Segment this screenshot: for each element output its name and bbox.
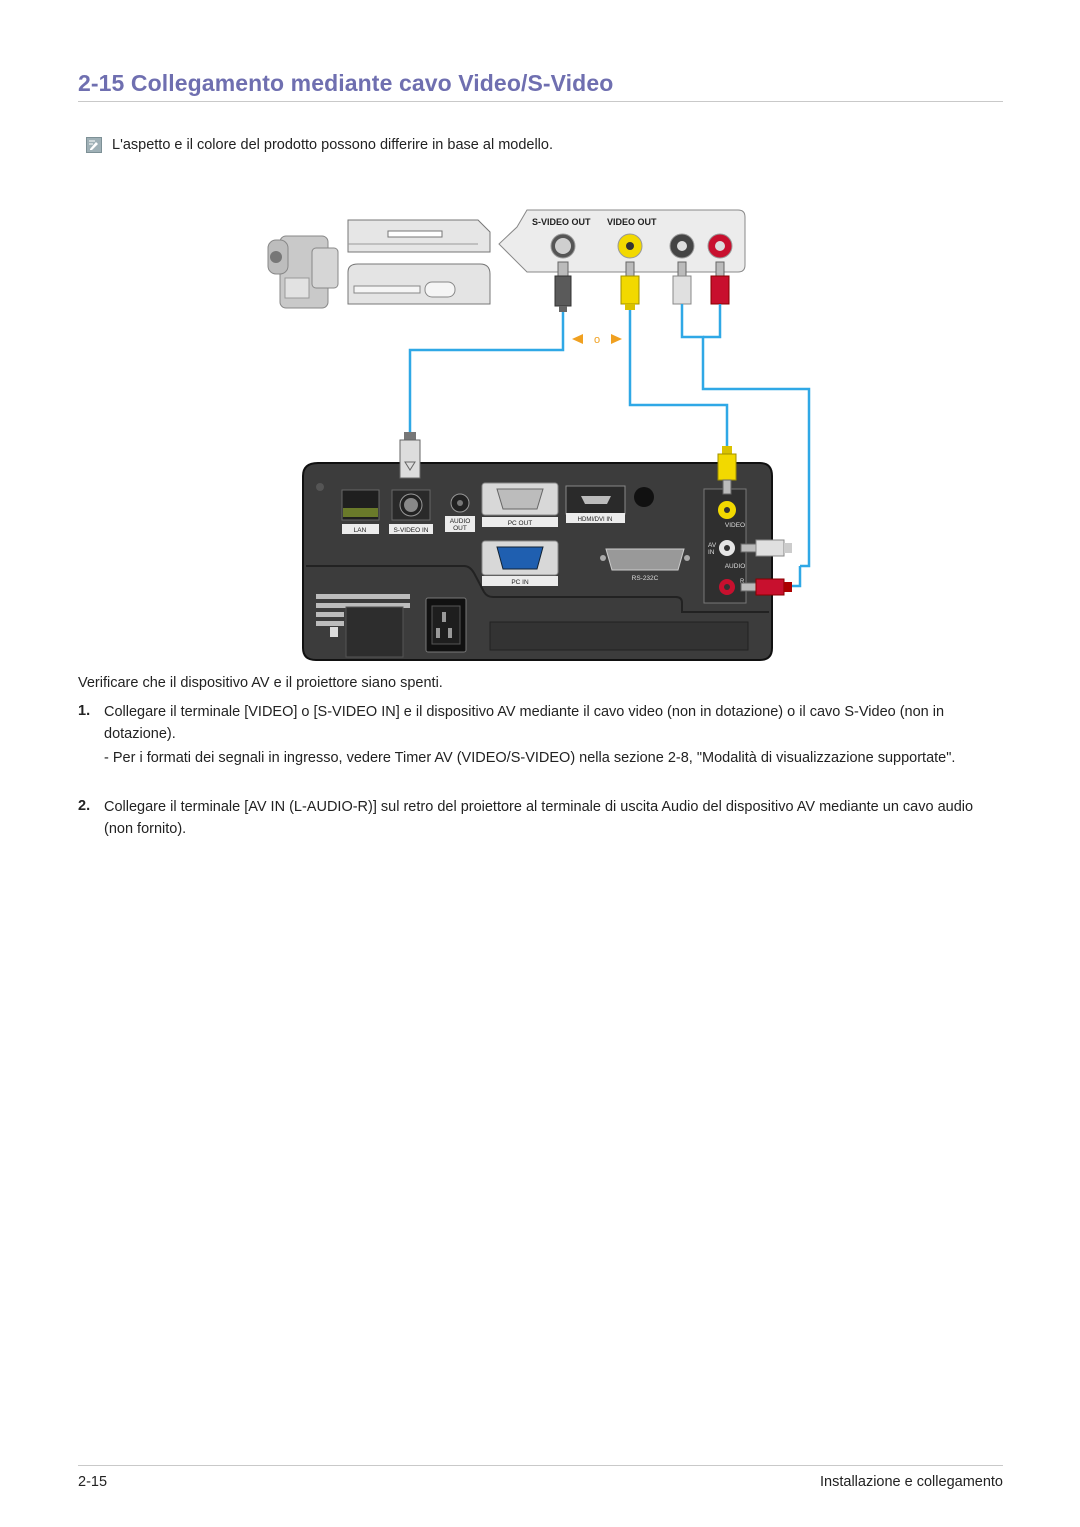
or-indicator: o	[572, 334, 622, 346]
audio-in-label: AUDIO	[725, 563, 746, 570]
chapter-title: Installazione e collegamento	[820, 1474, 1003, 1490]
video-in-label: VIDEO	[725, 522, 745, 529]
section-heading: 2-15 Collegamento mediante cavo Video/S-…	[78, 70, 1003, 102]
connection-diagram: S-VIDEO OUT VIDEO OUT o	[267, 209, 811, 661]
hdmi-label: HDMI/DVI IN	[578, 517, 613, 523]
svideo-out-label: S-VIDEO OUT	[532, 217, 591, 227]
audio-r-label: R	[740, 579, 745, 585]
svideo-plug-top	[554, 261, 572, 312]
note-icon	[86, 137, 102, 153]
step-text: Collegare il terminale [AV IN (L-AUDIO-R…	[104, 799, 974, 837]
step-text: Collegare il terminale [VIDEO] o [S-VIDE…	[104, 704, 945, 742]
video-plug-bottom	[717, 446, 737, 495]
audio-cable	[680, 304, 811, 568]
svideo-cable	[408, 312, 565, 432]
vcr-image	[347, 263, 491, 305]
projector-rear-panel: LAN S-VIDEO IN AUDIO OUT PC OUT HDMI/DVI…	[302, 462, 773, 661]
video-out-label: VIDEO OUT	[607, 217, 657, 227]
av-label-2: IN	[708, 549, 715, 556]
step-number: 2.	[78, 798, 91, 814]
source-output-panel: S-VIDEO OUT VIDEO OUT	[498, 209, 746, 273]
page-number: 2-15	[78, 1474, 108, 1490]
page-title: 2-15 Collegamento mediante cavo Video/S-…	[78, 70, 614, 96]
footer-divider	[78, 1465, 1003, 1466]
av-label-1: AV	[708, 542, 717, 549]
step-number: 1.	[78, 703, 91, 719]
audio-out-label-2: OUT	[453, 525, 467, 532]
video-cable	[628, 310, 729, 446]
audio-out-label-1: AUDIO	[450, 518, 471, 525]
svideo-plug-bottom	[399, 432, 421, 479]
video-plug-top	[620, 261, 640, 310]
or-label: o	[594, 334, 600, 346]
dvd-player-image	[347, 219, 491, 253]
pc-in-label: PC IN	[511, 579, 529, 586]
audio-white-plug-side	[740, 539, 792, 557]
cables	[408, 304, 811, 588]
note-text: L'aspetto e il colore del prodotto posso…	[112, 137, 553, 153]
step-subnote: - Per i formati dei segnali in ingresso,…	[104, 750, 956, 766]
rs232c-label: RS-232C	[632, 575, 659, 582]
svideo-in-label: S-VIDEO IN	[393, 527, 428, 534]
camcorder-image	[267, 235, 339, 309]
pc-out-label: PC OUT	[508, 520, 533, 527]
lan-label: LAN	[354, 527, 367, 534]
audio-red-plug-side	[740, 578, 792, 596]
intro-text: Verificare che il dispositivo AV e il pr…	[78, 675, 443, 691]
